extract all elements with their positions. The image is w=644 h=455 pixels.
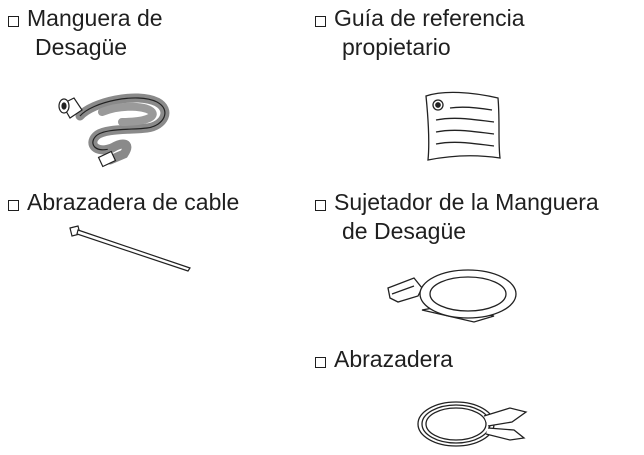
cable-tie-icon (68, 224, 198, 274)
item-label-line-2: de Desagüe (342, 218, 467, 244)
item-hose-holder-label: Sujetador de la Manguera de Desagüe (315, 188, 599, 246)
reference-guide-icon (424, 90, 504, 162)
checkbox (315, 16, 326, 27)
item-clamp-label: Abrazadera (315, 345, 453, 374)
item-label-line-1: Sujetador de la Manguera (334, 189, 599, 215)
checkbox (315, 357, 326, 368)
hose-holder-icon (384, 266, 524, 326)
item-drain-hose-label: Manguera de Desagüe (8, 4, 163, 62)
drain-hose-icon (52, 84, 202, 164)
clamp-icon (414, 394, 534, 454)
item-reference-guide-label: Guía de referencia propietario (315, 4, 525, 62)
item-label-line-1: Manguera de (27, 5, 163, 31)
item-label-line-1: Guía de referencia (334, 5, 525, 31)
checkbox (315, 200, 326, 211)
checkbox (8, 200, 19, 211)
checkbox (8, 16, 19, 27)
item-label-line-1: Abrazadera (334, 346, 453, 372)
item-cable-tie-label: Abrazadera de cable (8, 188, 239, 217)
item-label-line-2: propietario (342, 34, 451, 60)
item-label-line-1: Abrazadera de cable (27, 189, 240, 215)
item-label-line-2: Desagüe (35, 34, 128, 60)
